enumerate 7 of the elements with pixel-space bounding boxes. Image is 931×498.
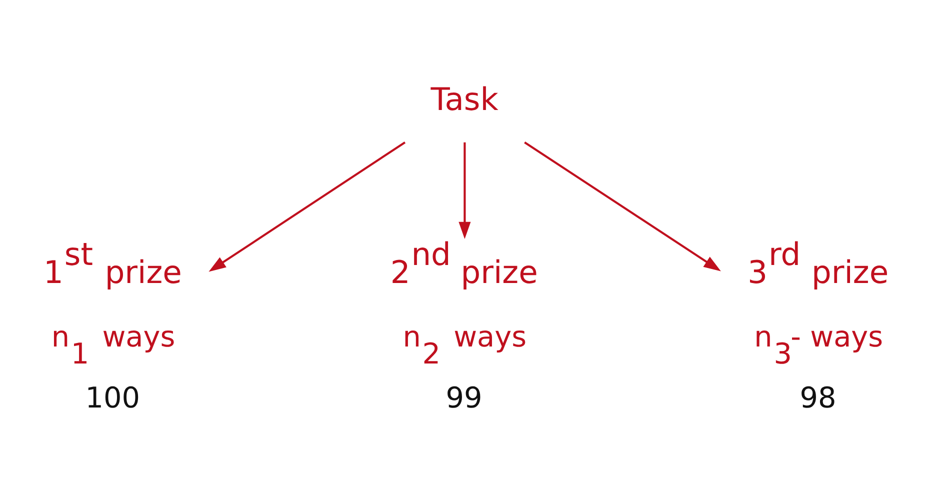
arrow	[524, 141, 720, 272]
node-text: Task	[430, 82, 498, 118]
node-label: 98	[799, 380, 836, 415]
arrow	[458, 142, 470, 240]
node-label: 99	[445, 380, 482, 415]
node-label: 100	[84, 380, 140, 415]
arrow	[208, 141, 406, 272]
